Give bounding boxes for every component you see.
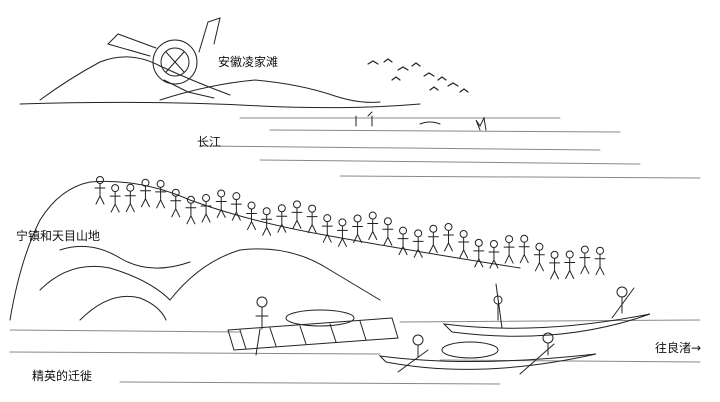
procession-figure xyxy=(200,194,212,223)
procession-figure xyxy=(185,195,197,225)
river-lines xyxy=(199,117,701,179)
destination-label: 往良渚→ xyxy=(655,341,702,355)
procession-figure xyxy=(533,242,545,272)
procession-figure xyxy=(336,218,348,247)
procession-figure xyxy=(367,211,379,241)
procession-figure xyxy=(442,222,454,252)
procession-figure xyxy=(594,246,606,276)
procession-figure xyxy=(155,179,167,209)
procession-figure xyxy=(306,204,318,234)
foreground-water xyxy=(9,319,701,385)
big-hill xyxy=(9,180,521,321)
bird-flock-icon xyxy=(367,58,469,93)
procession-figure xyxy=(503,235,515,264)
raft-icon xyxy=(227,296,399,356)
procession-figure xyxy=(549,250,561,280)
procession-figure xyxy=(291,200,303,229)
river-figures xyxy=(355,111,487,131)
procession-figure xyxy=(382,217,394,246)
distant-hill xyxy=(159,79,381,103)
procession-figure xyxy=(276,204,288,233)
procession-figure xyxy=(473,238,485,268)
procession xyxy=(94,176,606,280)
hill-ridge xyxy=(59,245,191,269)
canoe-icon xyxy=(378,332,597,375)
procession-figure xyxy=(564,250,576,279)
distant-hill xyxy=(39,56,231,101)
site-label-lingjiatan: 安徽凌家滩 xyxy=(218,55,279,69)
procession-figure xyxy=(109,184,121,213)
canoe-icon xyxy=(442,283,651,337)
distant-hill xyxy=(19,101,421,109)
jade-plaque-icon xyxy=(107,17,221,99)
hill-ridge xyxy=(169,248,381,301)
procession-figure xyxy=(94,176,106,205)
procession-figure xyxy=(215,189,227,218)
procession-figure xyxy=(579,245,591,275)
procession-figure xyxy=(397,226,409,256)
procession-figure xyxy=(412,229,424,258)
procession-figure xyxy=(261,207,273,236)
procession-figure xyxy=(488,240,500,269)
procession-figure xyxy=(427,224,439,254)
procession-figure xyxy=(246,201,258,231)
procession-figure xyxy=(230,192,242,221)
procession-figure xyxy=(139,178,151,208)
migration-caption: 精英的迁徙 xyxy=(32,369,93,383)
river-label: 长江 xyxy=(197,135,222,149)
procession-figure xyxy=(458,229,470,259)
procession-figure xyxy=(518,234,530,264)
hill-ridge xyxy=(79,295,167,321)
procession-figure xyxy=(170,188,182,218)
procession-figure xyxy=(352,214,364,243)
hills-label: 宁镇和天目山地 xyxy=(16,229,101,243)
procession-figure xyxy=(321,214,333,243)
hill-ridge xyxy=(39,265,171,301)
procession-figure xyxy=(124,183,136,213)
